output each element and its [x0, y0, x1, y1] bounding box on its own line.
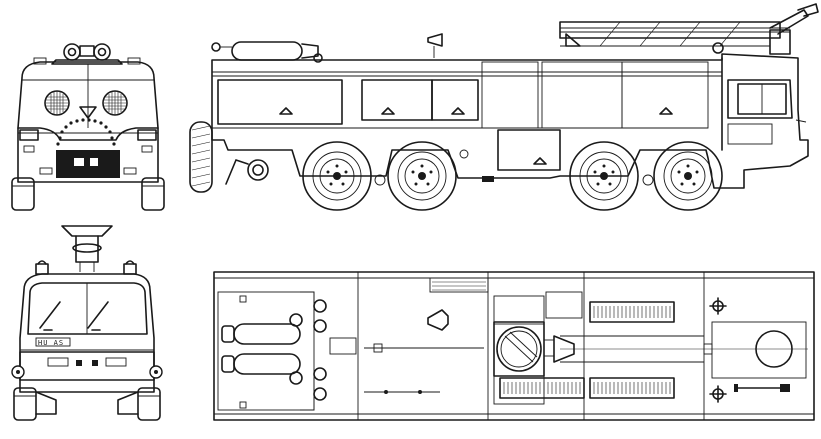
top-view	[213, 271, 815, 421]
front-center-emblem	[79, 106, 97, 119]
side-wheel-2	[387, 141, 457, 211]
rear-view: HU AS	[11, 225, 163, 421]
rear-cab-body	[19, 273, 155, 393]
side-beacon-front	[712, 42, 724, 54]
side-wheel-1	[302, 141, 372, 211]
front-view	[11, 43, 165, 211]
front-right-light-grille	[102, 90, 128, 116]
front-tyres	[11, 177, 165, 211]
rear-roof-nozzle	[61, 225, 113, 272]
side-spare-tyre	[189, 121, 213, 193]
front-winch-dots	[56, 118, 116, 146]
rear-wipers	[39, 301, 109, 331]
side-roof-tank	[211, 41, 319, 61]
top-outline	[213, 271, 815, 421]
side-wheel-4	[653, 141, 723, 211]
rear-windscreen	[27, 282, 148, 335]
rear-beacons	[35, 260, 137, 275]
rear-tyres	[13, 387, 161, 421]
side-cab	[721, 57, 807, 151]
top-beacon-left	[709, 297, 727, 315]
side-beacon-rear	[313, 53, 323, 63]
side-main-body	[211, 53, 809, 189]
side-view	[189, 3, 819, 211]
side-boom-monitor	[559, 3, 819, 55]
front-cab-body	[17, 61, 159, 183]
front-radiator-block	[56, 150, 120, 178]
top-siren	[427, 309, 449, 331]
top-beacon-right	[709, 385, 727, 403]
side-wheels	[302, 141, 723, 211]
side-hose-reel	[225, 159, 269, 185]
top-hose-racks	[499, 301, 808, 399]
rear-plate-text: HU AS	[38, 339, 64, 347]
side-siren	[427, 33, 443, 47]
front-roof-turret	[33, 43, 141, 65]
top-rear-compartment	[217, 291, 357, 411]
top-cab-roof	[709, 297, 807, 403]
rear-lamps	[11, 365, 163, 379]
top-hatch-compartment	[493, 291, 583, 405]
front-left-light-grille	[44, 90, 70, 116]
top-middle-compartment	[364, 277, 489, 394]
side-wheel-3	[569, 141, 639, 211]
side-compartment-doors	[217, 61, 709, 171]
